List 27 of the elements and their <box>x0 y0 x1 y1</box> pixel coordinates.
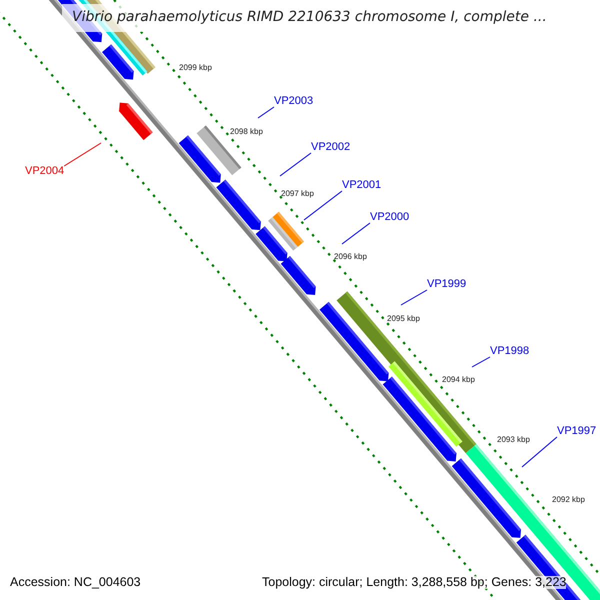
gene-label: VP2003 <box>274 96 314 107</box>
leader-line <box>522 436 558 468</box>
tick-label: 2096 kbp <box>334 253 367 261</box>
gene-label: VP2000 <box>370 212 410 223</box>
tick-label: 2099 kbp <box>179 64 212 72</box>
leader-line <box>400 290 428 306</box>
gene-label: VP1997 <box>557 426 596 437</box>
title: Vibrio parahaemolyticus RIMD 2210633 chromosome I, complete ... <box>72 10 547 24</box>
tick-label: 2093 kbp <box>497 436 530 444</box>
tick-label: 2095 kbp <box>387 315 420 323</box>
leader-line <box>280 152 312 176</box>
footer-text: Accession: NC_004603 <box>10 576 141 588</box>
gene-label: VP1999 <box>427 279 466 290</box>
tick-label: 2098 kbp <box>230 128 263 136</box>
tick-label: 2097 kbp <box>281 190 314 198</box>
gene-label: VP2001 <box>342 180 382 191</box>
gene-label: VP2004 <box>25 166 64 177</box>
leader-line <box>342 222 370 244</box>
leader-line <box>472 356 490 368</box>
leader-line <box>258 106 274 118</box>
leader-line <box>64 142 102 166</box>
gene-label: VP2002 <box>311 142 350 153</box>
tick-label: 2094 kbp <box>442 376 475 384</box>
footer-text: Topology: circular; Length: 3,288,558 bp; Genes: 3,223 <box>262 576 566 588</box>
leader-line <box>304 190 342 220</box>
tick-label: 2092 kbp <box>552 496 585 504</box>
gene-label: VP1998 <box>490 346 530 357</box>
